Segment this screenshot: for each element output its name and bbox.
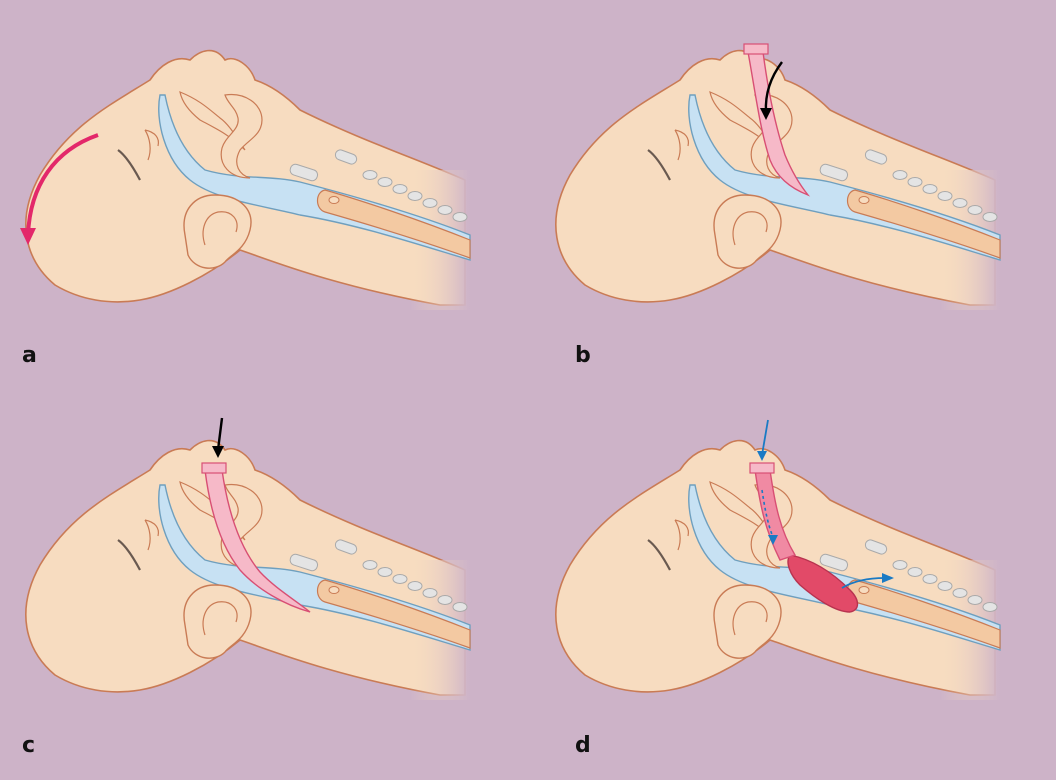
panel-label-d: d <box>575 733 591 758</box>
panel-d: d <box>556 420 1000 758</box>
panel-label-a: a <box>22 343 37 368</box>
panel-a: a <box>20 51 470 368</box>
panel-label-c: c <box>22 733 35 758</box>
panel-b: b <box>556 44 1000 368</box>
tube-connector <box>750 463 774 473</box>
panel-label-b: b <box>575 343 591 368</box>
tube-connector <box>202 463 226 473</box>
panel-c: c <box>22 418 470 758</box>
tube-connector <box>744 44 768 54</box>
